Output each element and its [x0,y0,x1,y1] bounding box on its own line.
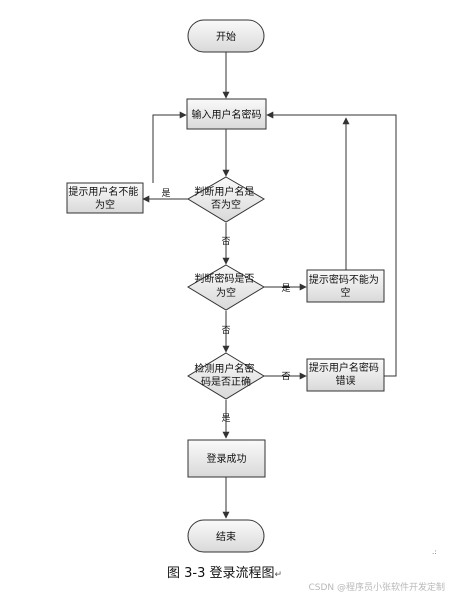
start-label: 开始 [216,30,236,43]
edge-label-pwd-yes: 是 [281,283,290,294]
msg-credentials-wrong-label: 提示用户名密码 错误 [309,361,382,387]
edge-label-verify-no: 否 [281,371,290,382]
check-username-line1: 判断用户名是 [194,185,254,198]
verify-credentials-decision [187,352,265,400]
edge-label-pwd-no: 否 [221,325,230,336]
input-label: 输入用户名密码 [192,108,262,121]
edge-label-verify-yes: 是 [221,413,230,424]
msg-username-empty-box [66,182,144,214]
corner-mark: .: [432,548,437,556]
login-success-label: 登录成功 [207,452,247,465]
edge-msg-user-loop [152,111,187,183]
msg-username-empty-line2: 为空 [95,198,115,211]
msg-credentials-wrong-box [306,358,385,392]
edge-label-user-yes: 是 [161,188,170,199]
msg-password-empty-box [306,269,385,303]
verify-credentials-line2: 码是否正确 [201,375,251,388]
caption-return-mark: ↵ [274,570,283,580]
end-label: 结束 [216,530,236,543]
figure-caption: 图 3-3 登录流程图↵ [0,562,449,581]
check-password-line1: 判断密码是否 [194,272,254,285]
msg-username-empty-label: 提示用户名不能 为空 [68,185,141,211]
check-password-line2: 为空 [216,286,236,299]
msg-credentials-wrong-line1: 提示用户名密码 [309,361,379,374]
check-password-label: 判断密码是否 为空 [194,272,257,299]
caption-text: 图 3-3 登录流程图 [166,566,275,581]
check-password-decision [187,264,265,311]
edge-msg-wrong-loop [266,111,397,377]
end-terminal [187,519,265,553]
check-username-line2: 否为空 [211,198,241,211]
msg-credentials-wrong-line2: 错误 [336,374,356,387]
check-username-decision [187,176,265,223]
msg-password-empty-line2: 空 [341,286,351,299]
edge-label-user-no: 否 [221,236,230,247]
verify-credentials-label: 检测用户名密 码是否正确 [194,362,257,388]
connectors [142,52,397,519]
watermark: CSDN @程序员小张软件开发定制 [308,583,445,593]
input-process-box [186,98,267,130]
check-username-label: 判断用户名是 否为空 [194,185,257,211]
msg-username-empty-line1: 提示用户名不能 [68,185,138,198]
login-success-box [187,439,266,478]
msg-password-empty-label: 提示密码不能为 空 [309,273,382,299]
msg-password-empty-line1: 提示密码不能为 [309,273,379,286]
verify-credentials-line1: 检测用户名密 [194,362,254,375]
start-terminal [187,19,265,53]
